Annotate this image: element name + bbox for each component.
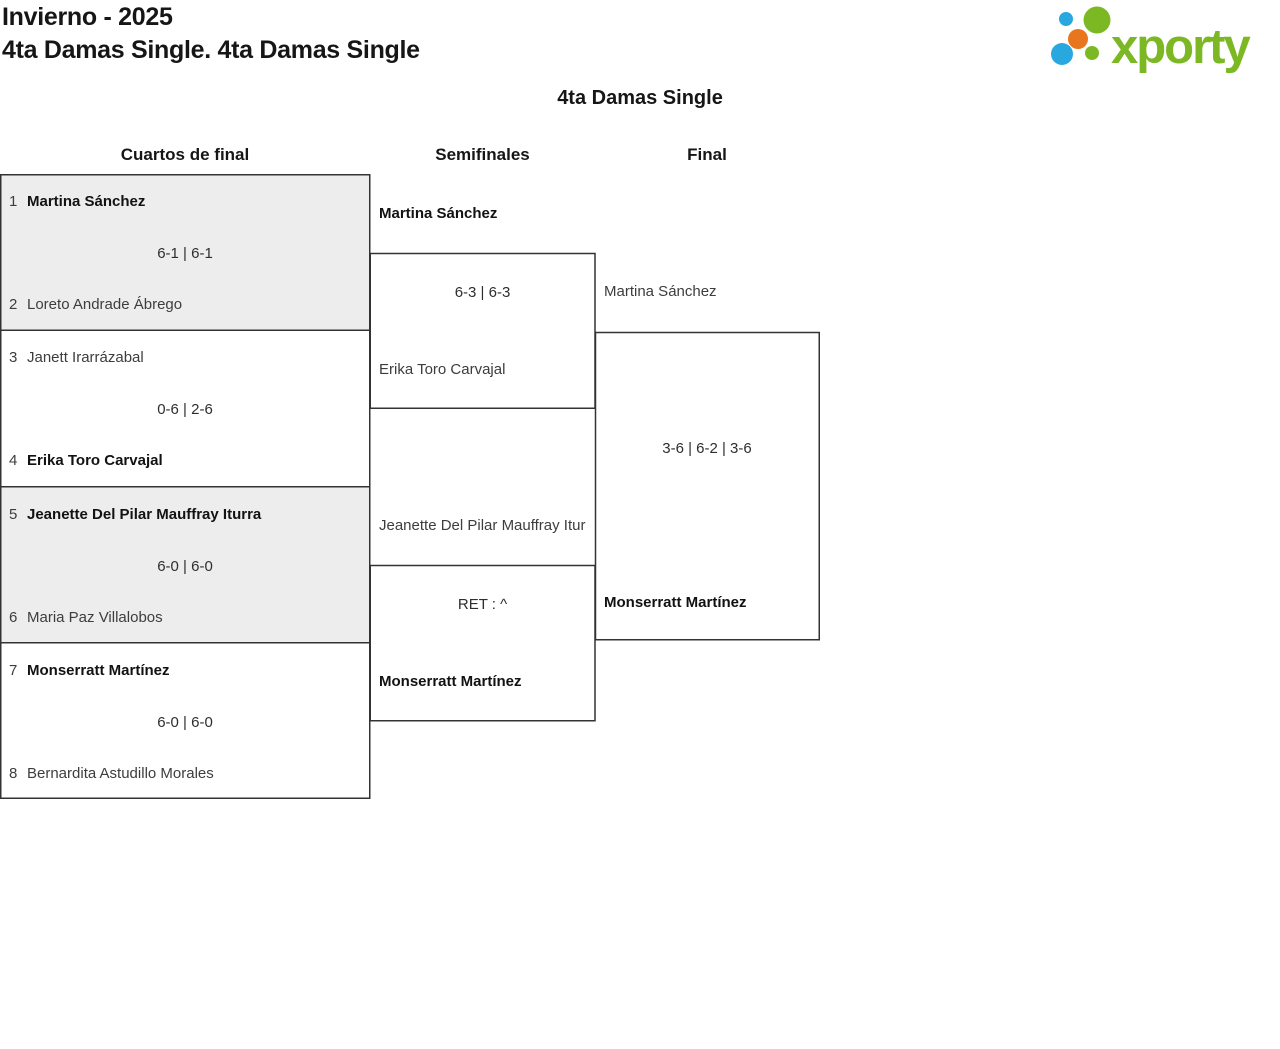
page-title: Invierno - 2025 4ta Damas Single. 4ta Da… [2,1,420,67]
qf-box-2 [0,329,371,488]
match-score: RET : ^ [457,596,508,613]
round-header-final: Final [687,145,727,164]
match-score: 6-0 | 6-0 [157,714,213,731]
round-header-quarterfinals: Cuartos de final [120,145,250,164]
match-player-row: 6 Maria Paz Villalobos [0,607,370,629]
match-score: 6-1 | 6-1 [157,245,213,262]
match-semifinal-1[interactable]: Martina Sánchez 6-3 | 6-3 Erika Toro Car… [370,205,595,408]
player-name: Jeanette Del Pilar Mauffray Itur [379,517,586,534]
match-player-row: 5 Jeanette Del Pilar Mauffray Iturra [0,504,370,526]
match-quarterfinal-3[interactable]: 5 Jeanette Del Pilar Mauffray Iturra 6-0… [0,487,370,643]
xporty-logo[interactable]: xporty [1045,0,1280,78]
player-name: Erika Toro Carvajal [379,361,506,378]
match-quarterfinal-1[interactable]: 1 Martina Sánchez 6-1 | 6-1 2 Loreto And… [0,174,370,330]
category-name: 4ta Damas Single. 4ta Damas Single [2,36,420,64]
sf-box-2 [369,564,596,722]
match-semifinal-2[interactable]: Jeanette Del Pilar Mauffray Itur RET : ^… [370,517,595,721]
match-player-row: 2 Loreto Andrade Ábrego [0,294,370,316]
match-player-row: Monserratt Martínez [595,592,819,614]
sf-box-1 [369,252,596,409]
match-player-row: 7 Monserratt Martínez [0,660,370,682]
player-seed: 6 [9,609,18,626]
player-name: Erika Toro Carvajal [27,452,163,469]
match-score: 3-6 | 6-2 | 3-6 [662,440,752,457]
player-name: Monserratt Martínez [604,594,747,611]
match-final[interactable]: Martina Sánchez 3-6 | 6-2 | 3-6 Monserra… [595,283,819,640]
player-seed: 5 [9,506,18,523]
match-player-row: 1 Martina Sánchez [0,191,370,213]
match-player-row: 4 Erika Toro Carvajal [0,450,370,472]
player-seed: 7 [9,662,18,679]
player-name: Martina Sánchez [379,205,498,222]
player-name: Janett Irarrázabal [27,349,144,366]
qf-box-3 [0,486,371,644]
match-quarterfinal-2[interactable]: 3 Janett Irarrázabal 0-6 | 2-6 4 Erika T… [0,330,370,487]
tournament-name: Invierno - 2025 [2,3,173,31]
player-name: Bernardita Astudillo Morales [27,765,214,782]
logo-dot-green-small [1085,46,1099,60]
match-player-row: Monserratt Martínez [370,671,595,693]
logo-dot-orange [1068,29,1088,49]
player-seed: 2 [9,296,18,313]
match-score: 6-0 | 6-0 [157,558,213,575]
player-seed: 1 [9,193,18,210]
final-box [594,331,820,641]
match-player-row: Martina Sánchez [595,281,819,303]
match-player-row: 8 Bernardita Astudillo Morales [0,763,370,785]
player-seed: 4 [9,452,18,469]
player-name: Loreto Andrade Ábrego [27,296,183,313]
player-name: Monserratt Martínez [27,662,170,679]
match-score: 0-6 | 2-6 [157,401,213,418]
match-player-row: 3 Janett Irarrázabal [0,347,370,369]
match-score: 6-3 | 6-3 [454,284,511,301]
player-name: Martina Sánchez [604,283,717,300]
player-name: Maria Paz Villalobos [27,609,163,626]
logo-dot-green-large [1083,6,1111,34]
logo-dot-blue-small [1059,12,1073,26]
match-player-row: Jeanette Del Pilar Mauffray Itur [370,515,595,537]
player-name: Martina Sánchez [27,193,146,210]
match-player-row: Martina Sánchez [370,203,595,225]
round-header-semifinals: Semifinales [435,145,530,164]
match-player-row: Erika Toro Carvajal [370,359,595,381]
qf-box-1 [0,174,371,331]
qf-box-4 [0,642,371,799]
bracket-title: 4ta Damas Single [557,87,723,109]
logo-wordmark: xporty [1111,20,1251,74]
logo-dot-blue-large [1051,43,1073,65]
player-seed: 8 [9,765,18,782]
match-quarterfinal-4[interactable]: 7 Monserratt Martínez 6-0 | 6-0 8 Bernar… [0,643,370,798]
player-seed: 3 [9,349,18,366]
player-name: Monserratt Martínez [379,673,522,690]
player-name: Jeanette Del Pilar Mauffray Iturra [27,506,262,523]
